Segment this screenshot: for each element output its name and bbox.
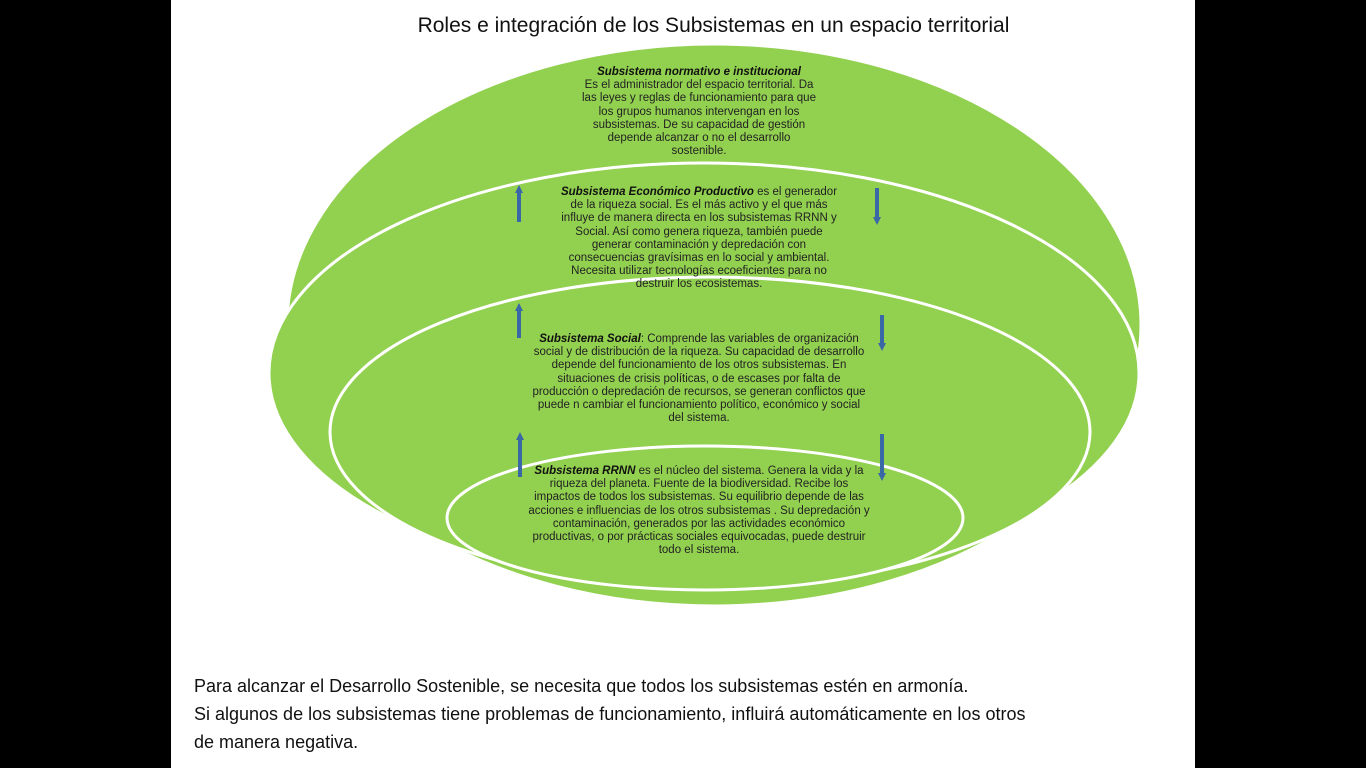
ellipse-rrnn — [445, 444, 965, 592]
slide-title: Roles e integración de los Subsistemas e… — [417, 14, 1010, 37]
normativo-body: Es el administrador del espacio territor… — [582, 79, 816, 158]
economico-body: es el generador de la riqueza social. Es… — [561, 186, 838, 291]
rrnn-body: es el núcleo del sistema. Genera la vida… — [528, 465, 870, 557]
social-heading: Subsistema Social — [539, 333, 641, 345]
subsystems-diagram — [267, 42, 1143, 608]
footer-line-3: de manera negativa. — [194, 732, 359, 752]
economico-heading: Subsistema Económico Productivo — [560, 186, 754, 198]
social-body: : Comprende las variables de organizació… — [532, 333, 866, 425]
footer-line-1: Para alcanzar el Desarrollo Sostenible, … — [194, 676, 969, 696]
normativo-text: Subsistema normativo e institucional Es … — [581, 66, 817, 158]
normativo-heading: Subsistema normativo e institucional — [597, 66, 801, 78]
slide: Roles e integración de los Subsistemas e… — [171, 0, 1195, 768]
economico-text: Subsistema Económico Productivo es el ge… — [554, 186, 844, 292]
rrnn-text: Subsistema RRNN es el núcleo del sistema… — [528, 465, 870, 557]
social-text: Subsistema Social: Comprende las variabl… — [532, 333, 866, 425]
rrnn-heading: Subsistema RRNN — [534, 465, 636, 477]
footer-line-2: Si algunos de los subsistemas tiene prob… — [194, 704, 1026, 724]
